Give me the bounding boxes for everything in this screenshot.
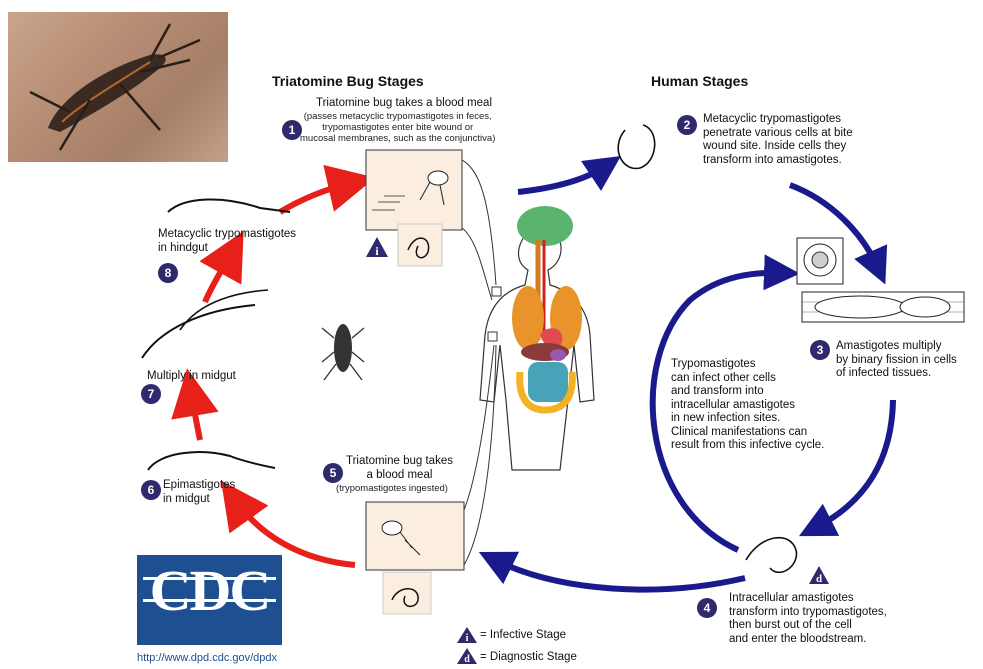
legend-diagnostic-label: = Diagnostic Stage: [480, 651, 577, 665]
heading-bug-stages: Triatomine Bug Stages: [272, 73, 424, 89]
stage-1-subtext: (passes metacyclic trypomastigotes in fe…: [300, 111, 495, 144]
arrow-7-to-8: [205, 252, 232, 302]
arrow-8-to-1: [280, 183, 352, 212]
svg-text:d: d: [816, 573, 822, 585]
stage7-parasite-a: [142, 305, 255, 358]
stage-6-text: Epimastigotes in midgut: [163, 479, 235, 506]
stage-7-marker: 7: [141, 384, 161, 404]
stage-5-marker: 5: [323, 463, 343, 483]
diagnostic-stage-marker-4: d: [808, 565, 830, 585]
cdc-logo: CDC: [137, 555, 282, 645]
arrow-3-to-4: [815, 400, 893, 528]
stage5-parasite-box: [383, 572, 431, 614]
arrow-4-to-5: [495, 560, 745, 590]
legend-infective-icon: i: [456, 626, 478, 644]
stage-4-marker: 4: [697, 598, 717, 618]
svg-text:i: i: [466, 633, 469, 644]
stage-8-text: Metacyclic trypomastigotes in hindgut: [158, 228, 296, 255]
legend-infective-label: = Infective Stage: [480, 629, 566, 643]
stage-7-text: Multiply in midgut: [147, 370, 236, 384]
stage-5-subtext: (trypomastigotes ingested): [336, 483, 448, 494]
stage-1-marker: 1: [282, 120, 302, 140]
stage2-parasite: [618, 125, 654, 168]
stage-3-marker: 3: [810, 340, 830, 360]
stage-5-text: Triatomine bug takes a blood meal: [346, 455, 453, 482]
arrow-6-to-7: [191, 392, 200, 440]
cdc-logo-word: CDC: [137, 559, 282, 623]
infective-cycle-note: Trypomastigotes can infect other cells a…: [671, 358, 824, 453]
stage-1-text: Triatomine bug takes a blood meal: [316, 97, 492, 111]
stage6-parasite: [148, 452, 275, 470]
bug-photo-figure: [30, 24, 200, 150]
stage4-parasite: [746, 538, 797, 573]
cdc-url-link[interactable]: http://www.dpd.cdc.gov/dpdx: [137, 652, 277, 664]
bug-icon: [322, 324, 364, 380]
stage-2-text: Metacyclic trypomastigotes penetrate var…: [703, 113, 853, 167]
arrow-1-to-2: [518, 166, 606, 192]
stage-3-text: Amastigotes multiply by binary fission i…: [836, 340, 957, 381]
heading-human-stages: Human Stages: [651, 73, 748, 89]
stage-6-marker: 6: [141, 480, 161, 500]
stage-4-text: Intracellular amastigotes transform into…: [729, 592, 887, 646]
stage8-parasite: [168, 199, 290, 212]
stage1-parasite-box: [398, 224, 442, 266]
svg-text:d: d: [464, 654, 470, 665]
infective-stage-marker-1: i: [365, 236, 389, 258]
stage-2-marker: 2: [677, 115, 697, 135]
legend-diagnostic-icon: d: [456, 647, 478, 665]
stage1-inset: [366, 150, 462, 230]
stage-8-marker: 8: [158, 263, 178, 283]
stage5-inset: [366, 502, 464, 570]
cdc-tagline: SAFER·HEALTHIER·PEOPLE™: [137, 639, 282, 646]
